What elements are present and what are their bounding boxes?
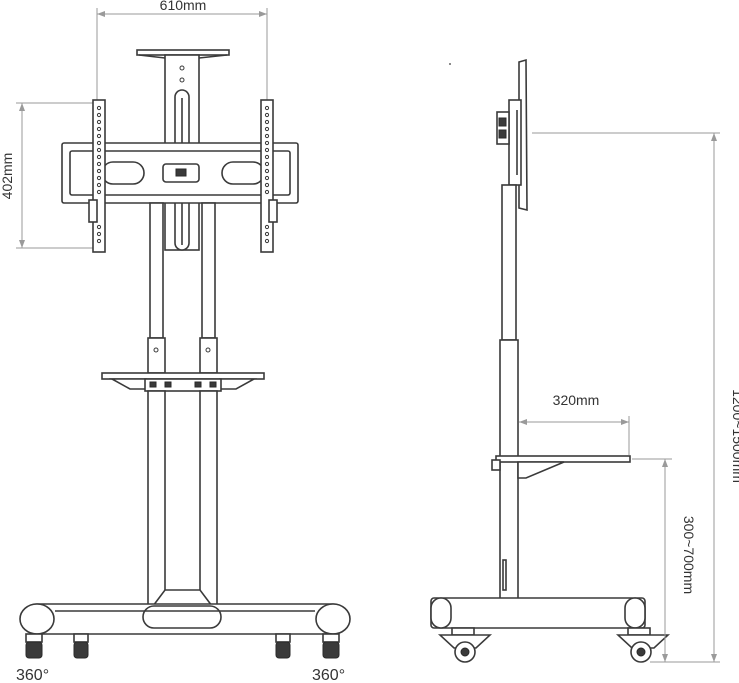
bracket-hole (96, 140, 102, 146)
width-label: 610mm (160, 0, 207, 13)
right-caster-rotation-label: 360° (312, 667, 345, 683)
bracket-hole (96, 147, 102, 153)
lower-poles (147, 390, 218, 607)
mounting-bar (61, 142, 299, 204)
bracket-hole (264, 154, 270, 160)
bracket-hole (264, 168, 270, 174)
shelf-depth-label: 320mm (553, 392, 600, 408)
bracket-hole (264, 182, 270, 188)
bracket-hole (96, 168, 102, 174)
height-dimension: 402mm (0, 102, 95, 249)
bracket-hole (96, 238, 102, 244)
total-height-label: 1200~1500mm (730, 389, 739, 483)
bracket-hole (96, 112, 102, 118)
bracket-hole (96, 133, 102, 139)
front-casters (25, 633, 340, 659)
bracket-hole (264, 119, 270, 125)
side-column (499, 184, 519, 603)
bracket-hole (96, 182, 102, 188)
bracket-hole (264, 112, 270, 118)
bracket-hole (96, 154, 102, 160)
side-shelf (491, 455, 631, 479)
bracket-hole (96, 189, 102, 195)
bracket-hole (264, 224, 270, 230)
bracket-hole (264, 238, 270, 244)
shelf-height-label: 300~700mm (681, 516, 697, 594)
bracket-hole (96, 105, 102, 111)
front-view: 610mm 402mm (0, 0, 351, 683)
shelf (101, 372, 265, 392)
bracket-hole (264, 161, 270, 167)
left-bracket-holes (96, 105, 102, 244)
bracket-hole (264, 105, 270, 111)
bracket-hole (264, 126, 270, 132)
bracket-hole (264, 140, 270, 146)
side-base (430, 597, 646, 629)
bracket-hole (264, 133, 270, 139)
height-label: 402mm (0, 153, 15, 200)
diagram-marks (449, 63, 451, 65)
base (19, 603, 351, 635)
bracket-hole (96, 224, 102, 230)
bracket-hole (264, 147, 270, 153)
side-casters (437, 627, 671, 663)
twin-poles (147, 202, 218, 374)
bracket-hole (96, 161, 102, 167)
bracket-hole (264, 231, 270, 237)
bracket-hole (96, 231, 102, 237)
bracket-hole (264, 175, 270, 181)
width-dimension: 610mm (96, 0, 268, 100)
bracket-hole (96, 119, 102, 125)
bracket-hole (96, 126, 102, 132)
bracket-hole (96, 175, 102, 181)
total-height-dimension: 1200~1500mm (532, 132, 739, 663)
shelf-depth-dimension: 320mm (519, 392, 630, 455)
bracket-hole (264, 189, 270, 195)
right-bracket-holes (264, 105, 270, 244)
shelf-height-dimension: 300~700mm (632, 458, 697, 662)
side-view: 320mm 1200~1500mm 300~700mm (430, 58, 739, 663)
left-caster-rotation-label: 360° (16, 667, 49, 683)
